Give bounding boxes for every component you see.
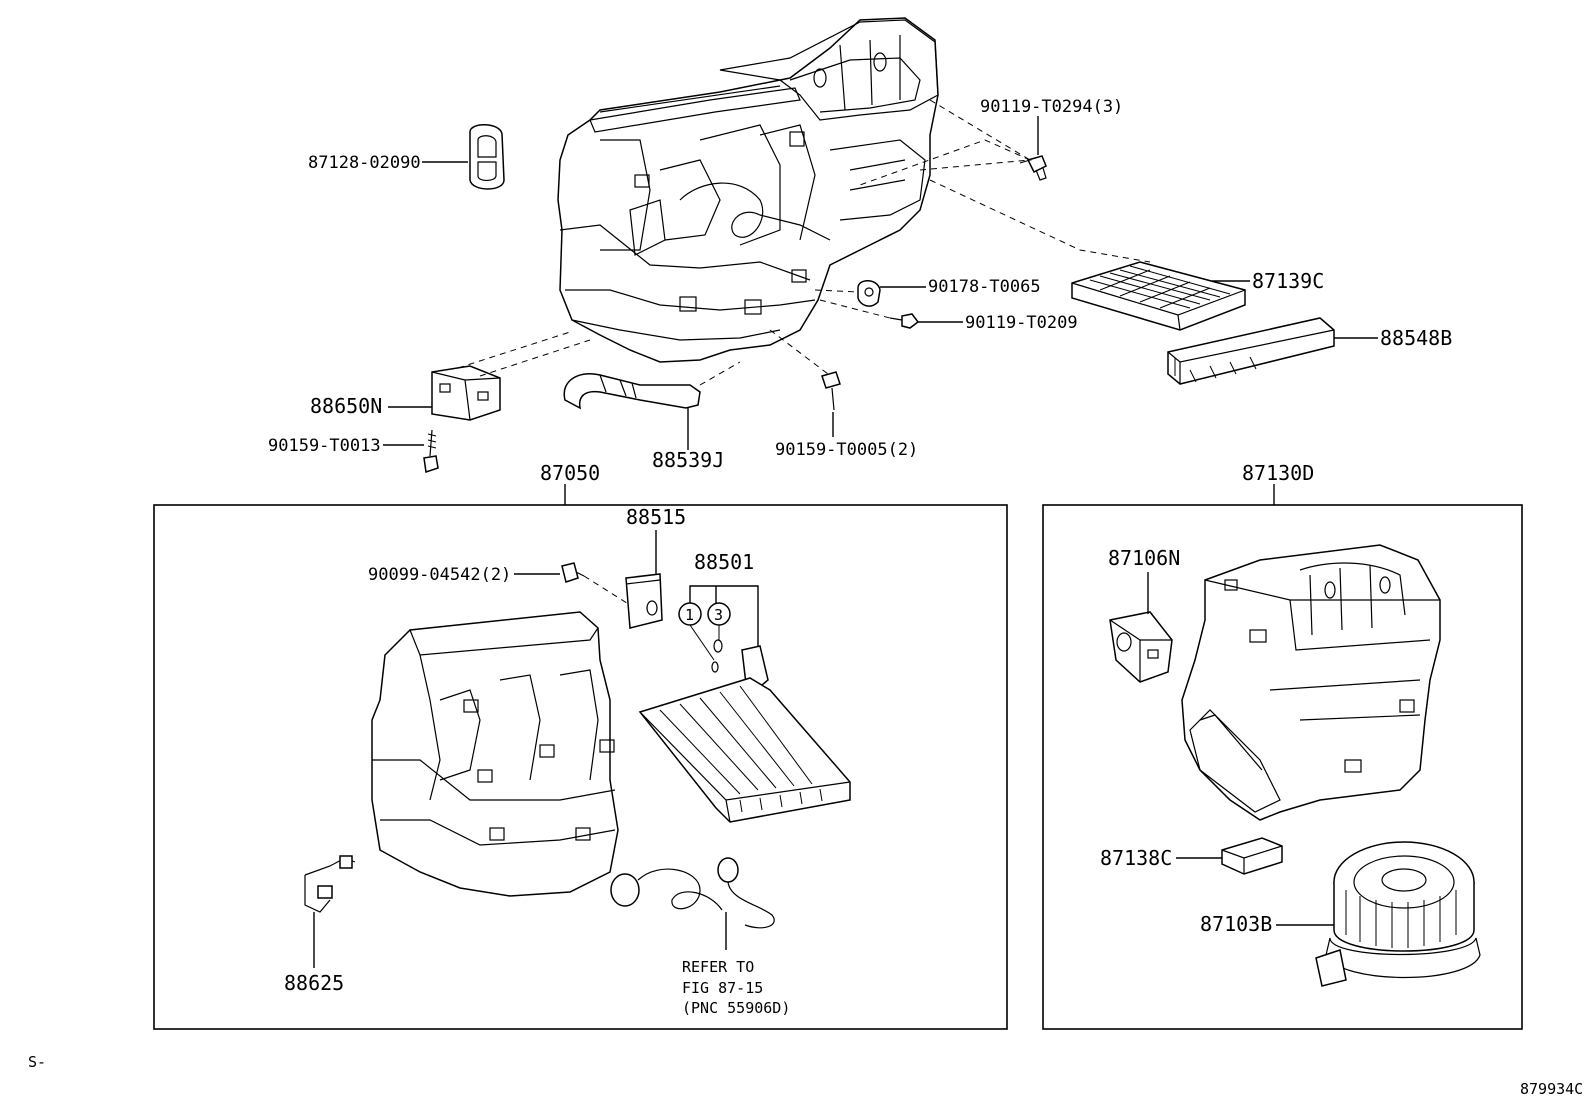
- screw-90159-t0013: [423, 429, 439, 473]
- blower-case-87130d: [1181, 544, 1441, 821]
- bolt-90099: [561, 562, 585, 583]
- actuator-87106n: [1109, 611, 1173, 683]
- refer-line-2: FIG 87-15: [682, 979, 763, 997]
- group-box-87130d: [1042, 504, 1523, 1030]
- lower-hvac-housing: [371, 611, 619, 897]
- callout-87106n: 87106N: [1108, 546, 1180, 570]
- callout-87050: 87050: [540, 461, 600, 485]
- filter-cover-88548b: [1167, 317, 1335, 385]
- callout-87138c: 87138C: [1100, 846, 1172, 870]
- refer-line-3: (PNC 55906D): [682, 999, 790, 1017]
- thermistor-wire: [610, 857, 775, 929]
- evaporator-core: [638, 677, 851, 823]
- grommet-87128: [469, 124, 505, 190]
- callout-87128: 87128-02090: [308, 153, 421, 173]
- callout-88625: 88625: [284, 971, 344, 995]
- callout-88548b: 88548B: [1380, 326, 1452, 350]
- refer-line-1: REFER TO: [682, 958, 754, 976]
- callout-90159-t0013: 90159-T0013: [268, 436, 381, 456]
- callout-88501: 88501: [694, 550, 754, 574]
- blower-motor-87103b: [1315, 841, 1481, 987]
- upper-hvac-housing: [557, 17, 939, 363]
- clip-90178: [857, 280, 881, 307]
- ring-label-1: 1: [685, 606, 694, 624]
- screw-90119-t0294: [1019, 155, 1047, 181]
- sensor-88625: [304, 855, 356, 913]
- resistor-87138c: [1221, 837, 1283, 875]
- figure-id: 879934C: [1520, 1080, 1583, 1098]
- callout-90099: 90099-04542(2): [368, 565, 511, 585]
- footer-left-mark: S-: [28, 1053, 46, 1071]
- callout-90119-t0209: 90119-T0209: [965, 313, 1078, 333]
- callout-90119-t0294: 90119-T0294(3): [980, 97, 1123, 117]
- callout-87130d: 87130D: [1242, 461, 1314, 485]
- drain-hose-88539j: [563, 373, 701, 410]
- cabin-filter-87139c: [1071, 261, 1246, 331]
- callout-90178: 90178-T0065: [928, 277, 1041, 297]
- callout-88539j: 88539J: [652, 448, 724, 472]
- callout-88515: 88515: [626, 505, 686, 529]
- expansion-valve-88515: [625, 573, 663, 629]
- screw-90119-t0209: [889, 313, 920, 329]
- group-box-87050: [153, 504, 1008, 1030]
- callout-90159-t0005: 90159-T0005(2): [775, 440, 918, 460]
- callout-88650n: 88650N: [310, 394, 382, 418]
- callout-87139c: 87139C: [1252, 269, 1324, 293]
- ring-label-3: 3: [714, 606, 723, 624]
- actuator-88650n: [431, 365, 501, 421]
- callout-87103b: 87103B: [1200, 912, 1272, 936]
- screw-90159-t0005: [821, 371, 841, 411]
